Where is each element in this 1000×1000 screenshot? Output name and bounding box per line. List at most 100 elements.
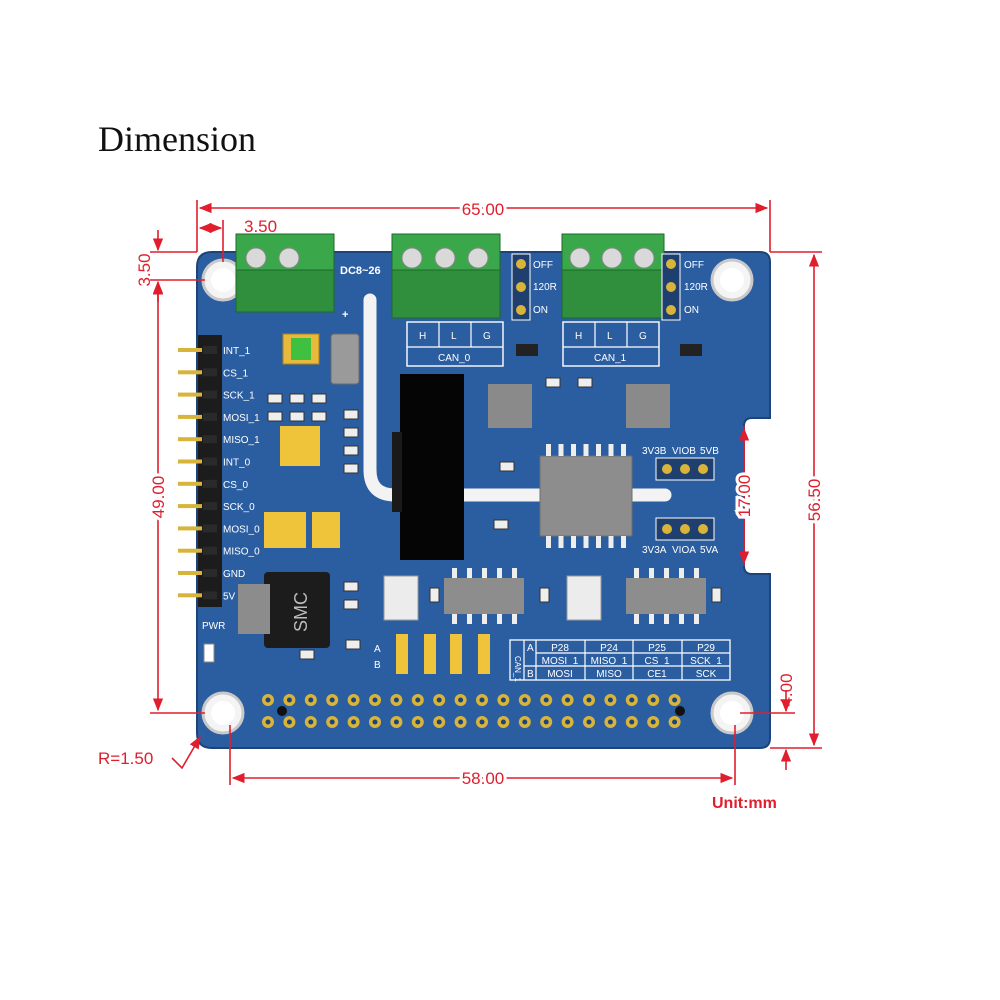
vio-selector-b	[655, 457, 715, 481]
header-pin-label: MOSI_0	[223, 524, 260, 535]
chip-leg	[583, 444, 589, 456]
smc-diode-body	[238, 584, 270, 634]
header-pin-label: MISO_0	[223, 547, 260, 558]
dim-hole-offset-x: 3.50	[244, 217, 277, 236]
table-cell: SCK	[696, 669, 717, 680]
transceiver-chip-0	[444, 578, 524, 614]
chip-leg	[608, 444, 614, 456]
header-pin-label: SCK_0	[223, 502, 255, 513]
table-cell: P29	[697, 643, 715, 654]
transistor	[516, 344, 538, 356]
header-pin-label: CS_0	[223, 480, 248, 491]
vio-a-5v: 5VA	[700, 545, 718, 556]
crystal-1	[566, 575, 602, 621]
vio-b-vio: VIOB	[672, 446, 696, 457]
chip-leg	[621, 444, 626, 456]
can0-terminal	[391, 233, 501, 319]
vio-b-3v3: 3V3B	[642, 446, 667, 457]
table-cell: CE1	[647, 669, 667, 680]
termination-jumper-can0	[511, 253, 531, 321]
pin-header-left	[178, 335, 222, 607]
small-components	[264, 426, 490, 674]
chip-leg	[608, 536, 614, 548]
chip-leg	[634, 568, 639, 578]
header-pin	[178, 437, 202, 442]
header-pin-labels: INT_1CS_1SCK_1MOSI_1MISO_1INT_0CS_0SCK_0…	[223, 346, 260, 602]
can0-pin-h: H	[419, 331, 426, 342]
mount-hole-bottom-right	[710, 691, 754, 735]
dim-width: 65.00	[462, 200, 505, 219]
mount-hole-top-left	[201, 258, 245, 302]
table-cell: CS_1	[644, 656, 669, 667]
header-pin-label: MISO_1	[223, 435, 260, 446]
unit-label: Unit:mm	[712, 795, 777, 812]
pwr-label: PWR	[202, 621, 225, 632]
header-pin	[178, 414, 202, 419]
dim-cutout-height: 17.00	[735, 475, 754, 518]
page-title: Dimension	[98, 119, 256, 159]
vio-b-5v: 5VB	[700, 446, 719, 457]
table-cell: SCK_1	[690, 656, 722, 667]
chip-leg	[558, 444, 564, 456]
header-pin	[178, 504, 202, 509]
power-plus-label: +	[342, 309, 348, 321]
chip-leg	[621, 536, 626, 548]
chip-leg	[467, 568, 472, 578]
pin-mapping-table	[509, 639, 731, 681]
header-pin-label: MOSI_1	[223, 413, 260, 424]
chip-leg	[571, 536, 576, 548]
electrolytic-capacitor	[330, 333, 360, 385]
can1-pin-h: H	[575, 331, 582, 342]
chip-leg	[497, 614, 502, 624]
can0-pin-l: L	[451, 331, 457, 342]
chip-leg	[583, 536, 589, 548]
chip-leg	[649, 568, 654, 578]
header-pin-label: SCK_1	[223, 391, 255, 402]
header-pin	[178, 348, 202, 352]
chip-leg	[679, 614, 684, 624]
switch-off-label-1: OFF	[684, 260, 704, 271]
table-row-a: A	[527, 643, 534, 654]
can0-pin-g: G	[483, 331, 491, 342]
table-cell: P24	[600, 643, 618, 654]
isolator-chip-1	[488, 384, 532, 428]
header-pin-label: INT_1	[223, 346, 251, 357]
chip-leg	[452, 614, 457, 624]
switch-off-label-0: OFF	[533, 260, 553, 271]
gpio-marker	[277, 706, 287, 716]
can-controller-chip	[539, 455, 633, 537]
chip-leg	[664, 568, 669, 578]
transceiver-chip-1	[626, 578, 706, 614]
vio-selector-a	[655, 517, 715, 541]
can1-label: CAN_1	[594, 353, 627, 364]
transistor	[680, 344, 702, 356]
table-cell: MOSI_1	[542, 656, 579, 667]
inductor	[264, 572, 330, 648]
chip-leg	[467, 614, 472, 624]
header-pin	[178, 548, 202, 553]
ab-label-b: B	[374, 660, 381, 671]
isolator-chip-2	[626, 384, 670, 428]
chip-leg	[596, 444, 601, 456]
gpio-marker	[675, 706, 685, 716]
dim-hole-span-y: 49.00	[149, 476, 168, 519]
header-pin	[178, 526, 202, 531]
can1-pin-l: L	[607, 331, 613, 342]
header-pin-label: 5V	[223, 591, 236, 602]
can0-label: CAN_0	[438, 353, 471, 364]
small-components-dark	[267, 377, 722, 660]
ab-label-a: A	[374, 644, 381, 655]
header-pin-label: INT_0	[223, 458, 251, 469]
power-terminal	[235, 233, 335, 313]
chip-leg	[546, 536, 551, 548]
smc-chip-label: SMC	[291, 592, 311, 632]
switch-120r-label-0: 120R	[533, 282, 557, 293]
header-pin-label: GND	[223, 569, 245, 580]
dc-dc-module	[400, 374, 464, 560]
can-controller-legs	[546, 444, 626, 548]
header-pin	[178, 571, 202, 575]
dim-height: 56.50	[805, 479, 824, 522]
can1-label-box	[562, 321, 660, 367]
vio-a-vio: VIOA	[672, 545, 696, 556]
